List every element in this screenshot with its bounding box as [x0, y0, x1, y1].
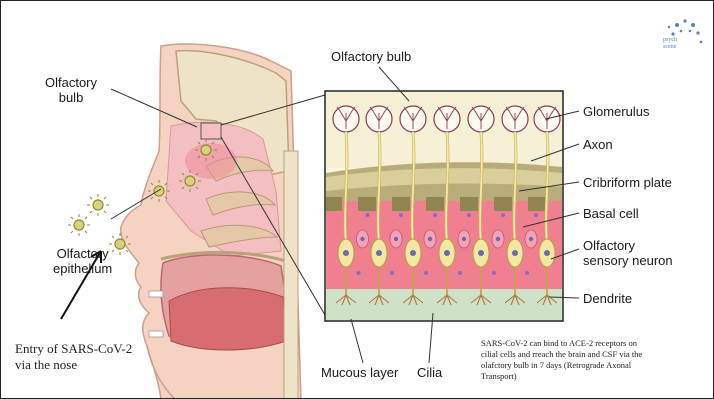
basal-cell-nucleus	[360, 237, 364, 241]
virus-particle	[185, 176, 195, 186]
neuron-nucleus	[444, 250, 450, 256]
label-olfactory-sensory-neuron: Olfactory sensory neuron	[583, 238, 673, 268]
basal-cell-nucleus	[428, 237, 432, 241]
teeth-upper	[149, 291, 163, 297]
mucus-layer	[326, 289, 562, 320]
label-dendrite: Dendrite	[583, 291, 632, 306]
neuron-nucleus	[410, 250, 416, 256]
tongue	[169, 288, 286, 350]
basal-cell-nucleus	[496, 237, 500, 241]
supporting-cell-nucleus	[433, 213, 437, 217]
basal-cell-nucleus	[529, 237, 533, 241]
virus-particle	[201, 145, 211, 155]
label-olfactory-epithelium: Olfactory epithelium	[53, 246, 112, 276]
label-glomerulus: Glomerulus	[583, 104, 649, 119]
caption-line: olafctory bulb in 7 days (Retrograde Axo…	[481, 360, 711, 371]
supporting-cell-nucleus	[492, 271, 496, 275]
supporting-cell-nucleus	[390, 271, 394, 275]
basal-cell-nucleus	[394, 237, 398, 241]
caption: SARS-CoV-2 can bind to ACE-2 receptors o…	[481, 338, 711, 382]
virus-particle	[93, 200, 103, 210]
virus-particle	[74, 220, 84, 230]
neuron-nucleus	[478, 250, 484, 256]
entry-line-2: via the nose	[15, 357, 132, 373]
neuron-nucleus	[376, 250, 382, 256]
virus-particle	[154, 186, 164, 196]
neuron-nucleus	[512, 250, 518, 256]
basal-cell-nucleus	[462, 237, 466, 241]
leader-mucous-layer	[351, 319, 363, 363]
supporting-cell-nucleus	[357, 271, 361, 275]
supporting-cell-nucleus	[366, 213, 370, 217]
supporting-cell-nucleus	[525, 271, 529, 275]
label-basal-cell: Basal cell	[583, 206, 639, 221]
teeth-lower	[149, 331, 163, 337]
virus-particle	[115, 239, 125, 249]
caption-line: cilial cells and rreach the brain and CS…	[481, 349, 711, 360]
supporting-cell-nucleus	[458, 271, 462, 275]
label-olfactory-bulb-top: Olfactory bulb	[331, 49, 411, 64]
caption-line: Transport)	[481, 371, 711, 382]
spine	[284, 151, 298, 399]
caption-line: SARS-CoV-2 can bind to ACE-2 receptors o…	[481, 338, 711, 349]
entry-line-1: Entry of SARS-CoV-2	[15, 341, 132, 357]
neuron-nucleus	[544, 250, 550, 256]
supporting-cell-nucleus	[501, 213, 505, 217]
supporting-cell-nucleus	[534, 213, 538, 217]
supporting-cell-nucleus	[399, 213, 403, 217]
logo-text: psych scene	[663, 37, 677, 51]
neuron-nucleus	[343, 250, 349, 256]
supporting-cell-nucleus	[467, 213, 471, 217]
supporting-cell-nucleus	[424, 271, 428, 275]
label-mucous-layer: Mucous layer	[321, 365, 398, 380]
label-cribriform-plate: Cribriform plate	[583, 175, 672, 190]
label-olfactory-bulb-left: Olfactory bulb	[45, 75, 97, 105]
label-axon: Axon	[583, 137, 613, 152]
label-entry: Entry of SARS-CoV-2 via the nose	[15, 341, 132, 373]
label-cilia: Cilia	[417, 365, 442, 380]
